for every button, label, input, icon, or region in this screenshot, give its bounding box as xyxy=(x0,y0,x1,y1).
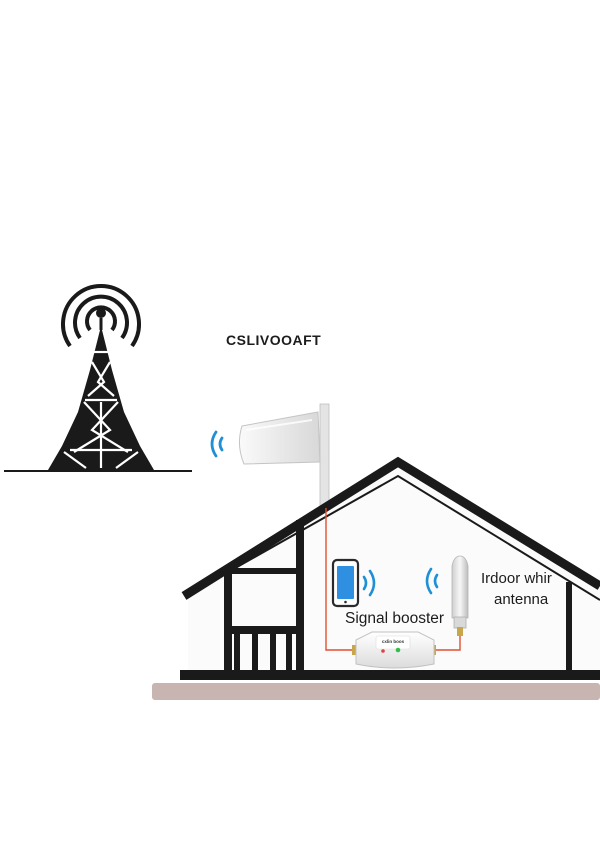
cable xyxy=(430,634,461,651)
floor-base xyxy=(152,683,600,700)
tower-label: CSLIVOOAFT xyxy=(226,332,322,348)
signal-booster-icon xyxy=(352,631,436,669)
booster-brand-label: cxlin boos xyxy=(382,639,405,644)
wifi-wave-icon xyxy=(425,567,439,595)
whip-antenna-icon xyxy=(451,555,469,636)
wifi-wave-icon xyxy=(362,569,376,597)
signal-booster-label: Signal booster xyxy=(345,610,445,627)
wifi-wave-icon xyxy=(210,430,224,458)
house-outline xyxy=(180,456,600,680)
cell-tower-icon xyxy=(4,284,192,472)
cable xyxy=(325,508,358,651)
panel-antenna-icon xyxy=(238,403,330,509)
indoor-antenna-label: Irdoor whir xyxy=(481,570,552,587)
smartphone-icon xyxy=(331,558,360,608)
indoor-antenna-label: antenna xyxy=(494,591,549,608)
